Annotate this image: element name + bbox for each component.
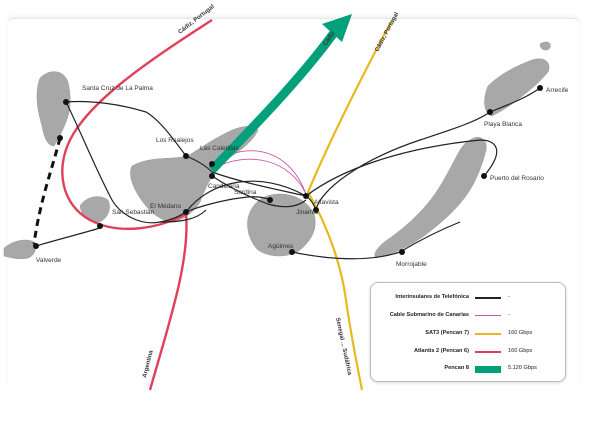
node-altavista <box>303 193 309 199</box>
node-santa-cruz <box>63 99 69 105</box>
cable-atlantis-2 <box>61 18 213 391</box>
pencan-8-arrowhead <box>322 14 352 42</box>
island-gran-canaria <box>247 193 316 257</box>
legend-row-pencan-8: Pencan 8 5.120 Gbps <box>371 363 565 375</box>
island-el-hierro <box>3 239 36 260</box>
node-jinamar <box>313 207 319 213</box>
islands <box>3 41 551 260</box>
label-san-sebastian: San Sebastián <box>112 209 155 216</box>
node-arrecife <box>537 85 543 91</box>
dashed-link <box>32 137 62 245</box>
legend-value: 5.120 Gbps <box>508 365 537 371</box>
label-sardina: Sardina <box>234 189 257 196</box>
legend: Interinsulares de Telefónica - Cable Sub… <box>370 282 566 382</box>
route-label-cadiz-portugal-yellow: Cádiz, Portugal <box>374 11 400 53</box>
legend-swatch <box>475 315 501 316</box>
node-valverde <box>33 243 39 249</box>
island-la-gomera <box>79 196 110 223</box>
cable-sat3 <box>306 19 393 391</box>
label-el-medano: El Médano <box>150 203 181 210</box>
node-candelaria <box>209 173 215 179</box>
legend-value: - <box>508 294 510 300</box>
label-valverde: Valverde <box>36 257 62 264</box>
label-jinamar: Jinamar <box>296 209 320 216</box>
label-morrojable: Morrojable <box>396 261 427 268</box>
node-puerto-rosario <box>481 173 487 179</box>
legend-row-sat3: SAT3 (Pencan 7) 160 Gbps <box>371 328 565 340</box>
node-el-medano <box>183 209 189 215</box>
legend-name: Interinsulares de Telefónica <box>395 294 469 300</box>
label-aguimes: Agüimes <box>268 243 294 250</box>
legend-row-atlantis: Atlantis 2 (Pencan 6) 160 Gbps <box>371 346 565 358</box>
legend-name: SAT3 (Pencan 7) <box>425 330 469 336</box>
legend-swatch <box>475 297 501 299</box>
legend-value: 160 Gbps <box>508 330 533 336</box>
legend-value: - <box>508 312 510 318</box>
nodes <box>33 85 543 255</box>
node-la-palma-south <box>57 135 63 141</box>
label-las-caletillas: Las Caletillas <box>200 145 239 152</box>
node-morrojable <box>399 249 405 255</box>
label-los-realejos: Los Realejos <box>156 137 194 144</box>
node-las-caletillas <box>209 161 215 167</box>
map-frame <box>8 18 580 389</box>
legend-name: Cable Submarino de Canarias <box>389 312 469 318</box>
node-sardina <box>267 197 273 203</box>
island-lanzarote <box>484 58 550 117</box>
legend-value: 160 Gbps <box>508 348 533 354</box>
label-arrecife: Arrecife <box>546 87 569 94</box>
label-altavista: Altavista <box>314 199 339 206</box>
node-san-sebastian <box>97 223 103 229</box>
label-candelaria: Candelaria <box>208 183 240 190</box>
node-los-realejos <box>183 153 189 159</box>
node-playa-blanca <box>487 109 493 115</box>
legend-row-telefonica: Interinsulares de Telefónica - <box>371 292 565 304</box>
island-la-graciosa <box>539 41 551 51</box>
legend-name: Atlantis 2 (Pencan 6) <box>413 348 469 354</box>
legend-swatch <box>475 366 501 373</box>
legend-name: Pencan 8 <box>444 365 469 371</box>
legend-swatch <box>475 351 501 353</box>
cable-pencan-8 <box>208 14 352 174</box>
node-aguimes <box>289 249 295 255</box>
cable-telefonica <box>35 87 541 260</box>
label-puerto-rosario: Puerto del Rosario <box>490 175 544 182</box>
legend-row-submarino: Cable Submarino de Canarias - <box>371 310 565 322</box>
island-fuerteventura <box>374 137 487 259</box>
island-la-palma <box>36 71 71 147</box>
legend-swatch <box>475 333 501 335</box>
label-playa-blanca: Playa Blanca <box>484 121 522 128</box>
label-santa-cruz: Santa Cruz de La Palma <box>82 85 153 92</box>
route-label-argentina: Argentina <box>142 349 155 378</box>
